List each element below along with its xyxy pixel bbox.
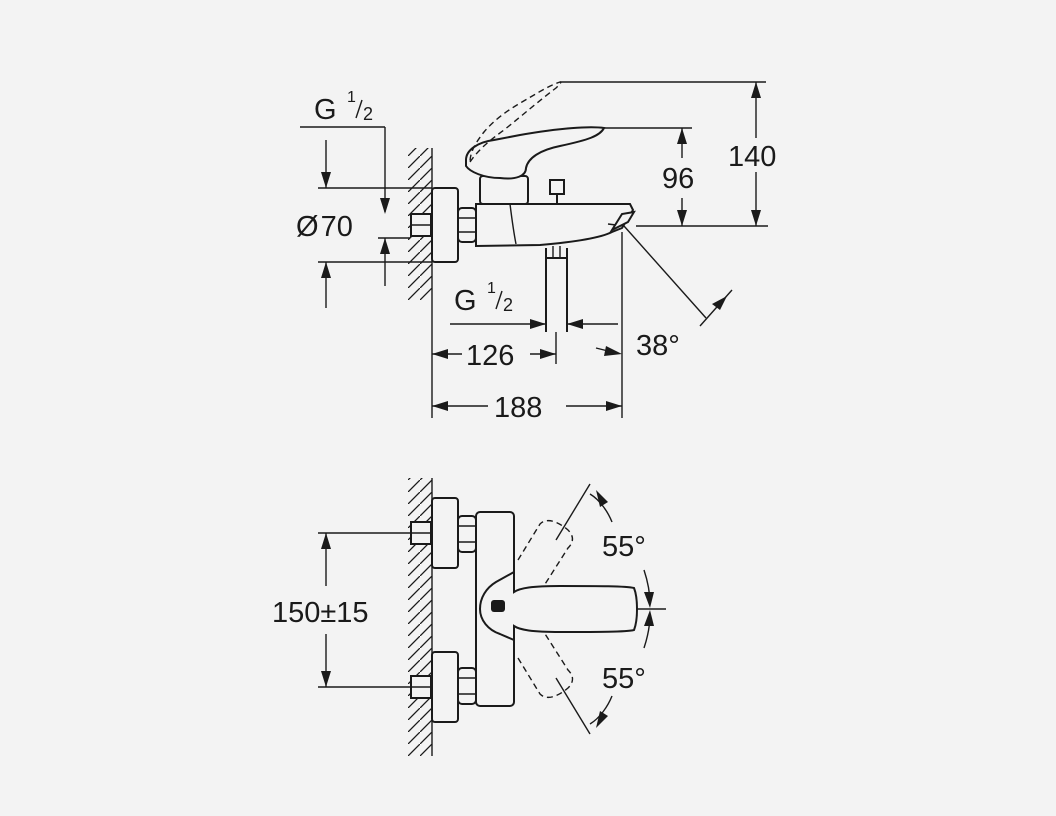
svg-text:126: 126 [466, 340, 514, 372]
svg-text:140: 140 [728, 141, 776, 173]
dimension-126: 126 [432, 332, 557, 372]
svg-text:2: 2 [363, 104, 373, 124]
spacing-dimension: 150±15 [272, 532, 411, 688]
diameter-dimension: Ø70 [296, 140, 432, 308]
mixer-body-side [475, 203, 635, 248]
thread-bottom-label: G 1 2 [450, 280, 618, 329]
svg-text:G: G [454, 285, 477, 317]
svg-text:150±15: 150±15 [272, 597, 369, 629]
thread-top-label: G 1 2 [300, 89, 390, 214]
upper-connector [410, 497, 477, 569]
lower-connector [410, 651, 477, 723]
angle-55-lower: 55° [555, 610, 654, 735]
dimension-188: 188 [432, 232, 623, 424]
svg-text:G: G [314, 94, 337, 126]
dimension-140: 140 [560, 81, 776, 226]
lever-position-down [517, 625, 574, 699]
diverter-knob [549, 179, 565, 204]
svg-text:188: 188 [494, 392, 542, 424]
front-view: 150±15 55° 55° [272, 478, 666, 756]
angle-38: 38° [595, 225, 733, 362]
svg-text:96: 96 [662, 163, 694, 195]
cartridge-housing [479, 175, 529, 205]
wall-front [408, 478, 433, 756]
side-view: G 1 2 Ø70 G 1 2 [296, 81, 776, 424]
lever-handle [465, 126, 606, 180]
lever-handle-front [478, 570, 638, 642]
svg-text:38°: 38° [636, 330, 680, 362]
dimension-96: 96 [604, 127, 768, 227]
svg-text:1: 1 [347, 89, 356, 106]
svg-text:Ø70: Ø70 [296, 211, 353, 243]
spout-outlet [609, 210, 636, 233]
indicator-cap [491, 600, 505, 612]
outlet-pipe [545, 246, 568, 332]
svg-text:1: 1 [487, 280, 496, 297]
connector-nut-side [457, 207, 477, 243]
escutcheon-side [431, 187, 459, 263]
svg-text:2: 2 [503, 295, 513, 315]
lever-position-up [517, 519, 574, 593]
svg-text:55°: 55° [602, 531, 646, 563]
svg-text:55°: 55° [602, 663, 646, 695]
angle-55-upper: 55° [555, 483, 654, 608]
